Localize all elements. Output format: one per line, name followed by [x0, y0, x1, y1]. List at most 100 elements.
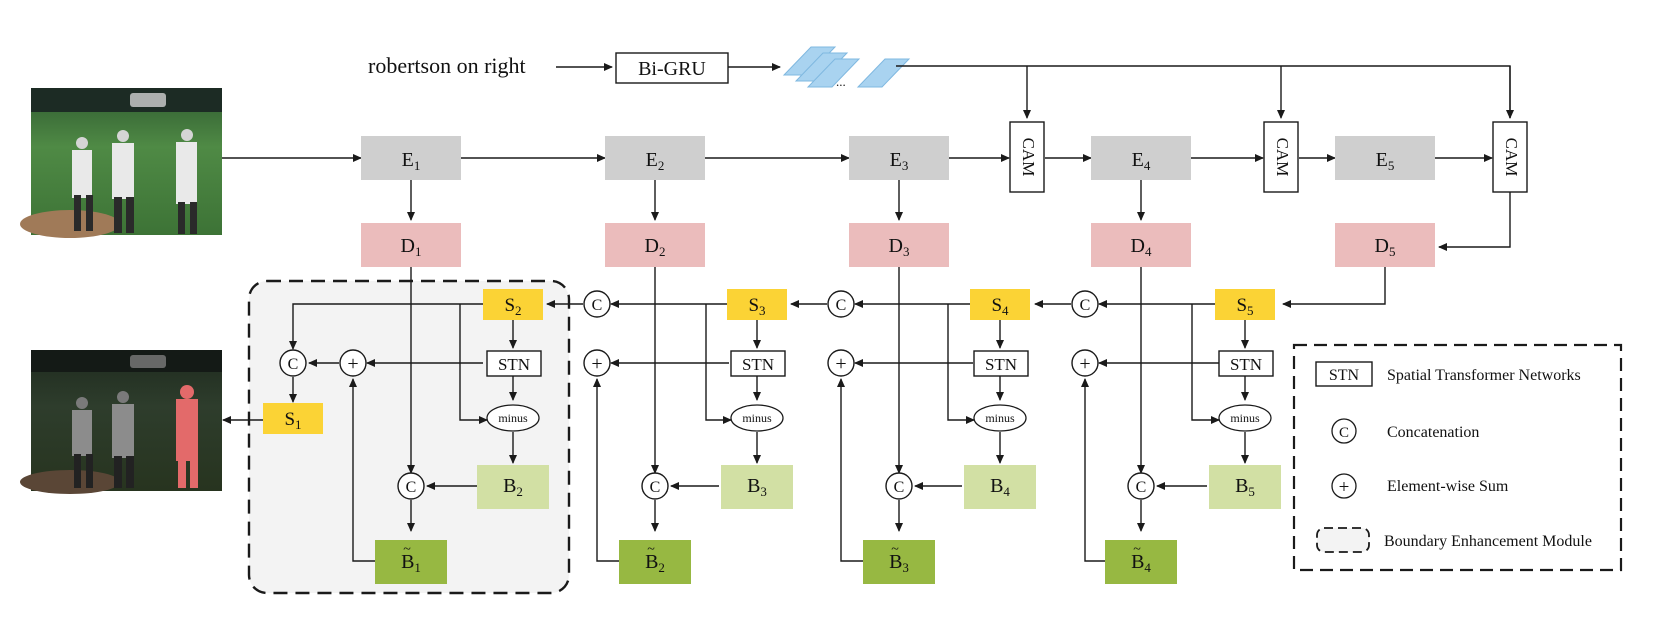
stn-block — [973, 350, 1029, 377]
encoder-block — [1091, 136, 1191, 180]
segmentation-maps: S1 S2 S3 S4 S5 — [263, 289, 1275, 434]
decoder-block — [1335, 223, 1435, 267]
concat-node — [279, 349, 307, 377]
encoder-label: E3 — [890, 149, 909, 173]
concat-symbol: C — [406, 479, 417, 496]
bi-gru-box — [615, 52, 729, 84]
stn-block — [486, 350, 542, 377]
boundary-block — [721, 465, 793, 509]
legend-bem-text: Boundary Enhancement Module — [1384, 533, 1592, 550]
sum-node — [827, 349, 855, 377]
refined-boundary-block — [1105, 540, 1177, 584]
seg-label: S3 — [748, 295, 765, 318]
concat-symbol: C — [288, 356, 299, 373]
seg-block — [1215, 289, 1275, 320]
connection-lines — [222, 63, 1514, 562]
sum-symbol: + — [347, 353, 358, 375]
cam-label: CAM — [1019, 138, 1038, 177]
cam-block — [1263, 121, 1299, 193]
stn-label: STN — [1230, 355, 1262, 374]
seg-block — [727, 289, 787, 320]
text-feature-slabs — [782, 46, 911, 88]
decoder-block — [361, 223, 461, 267]
encoder-block — [849, 136, 949, 180]
stn-block — [730, 350, 786, 377]
legend-concat-text: Concatenation — [1387, 424, 1479, 441]
minus-op — [1218, 404, 1272, 432]
input-image — [20, 88, 222, 238]
legend-concat-symbol: C — [1339, 425, 1349, 441]
concat-node — [885, 472, 913, 500]
decoder-label: D5 — [1375, 235, 1396, 259]
minus-label: minus — [498, 411, 528, 425]
refined-boundary-block — [863, 540, 935, 584]
boundary-label: B3 — [747, 475, 767, 499]
encoder-label: E4 — [1132, 149, 1151, 173]
sum-nodes: + + + + — [339, 349, 1099, 377]
legend-sum-symbol: + — [1339, 477, 1350, 498]
concat-symbol: C — [1080, 297, 1091, 314]
seg-label: S4 — [991, 295, 1009, 318]
concat-symbol: C — [1136, 479, 1147, 496]
concat-node — [1127, 472, 1155, 500]
stn-label: STN — [498, 355, 530, 374]
decoder-label: D2 — [645, 235, 666, 259]
concat-nodes: C C C C C C C C — [279, 290, 1155, 500]
cam-label: CAM — [1502, 138, 1521, 177]
concat-symbol: C — [592, 297, 603, 314]
seg-label: S2 — [504, 295, 521, 318]
cam-label: CAM — [1273, 138, 1292, 177]
legend-stn-text: Spatial Transformer Networks — [1387, 367, 1581, 384]
concat-symbol: C — [894, 479, 905, 496]
sum-node — [583, 349, 611, 377]
concat-node — [1071, 290, 1099, 318]
cam-block — [1492, 121, 1528, 193]
tilde-mark: ~ — [1133, 542, 1141, 557]
legend: STN Spatial Transformer Networks C Conca… — [1292, 343, 1623, 572]
tilde-mark: ~ — [891, 542, 899, 557]
decoder-block — [605, 223, 705, 267]
refined-boundary-label: B4 — [1131, 551, 1151, 575]
stn-label: STN — [985, 355, 1017, 374]
minus-label: minus — [742, 411, 772, 425]
decoder-block — [1091, 223, 1191, 267]
legend-sum-swatch — [1331, 473, 1357, 499]
bi-gru-label: Bi-GRU — [638, 58, 706, 80]
concat-symbol: C — [650, 479, 661, 496]
legend-stn-swatch — [1315, 361, 1373, 387]
seg-label: S5 — [1236, 295, 1253, 318]
encoder-block — [1335, 136, 1435, 180]
legend-concat-swatch — [1331, 418, 1357, 444]
minus-label: minus — [985, 411, 1015, 425]
sum-symbol: + — [835, 353, 846, 375]
minus-op — [730, 404, 784, 432]
decoder-label: D4 — [1131, 235, 1152, 259]
encoder-label: E2 — [646, 149, 665, 173]
concat-node — [583, 290, 611, 318]
boundary-maps: B2 B3 B4 B5 — [477, 465, 1281, 509]
decoder-label: D1 — [401, 235, 422, 259]
concat-node — [397, 472, 425, 500]
encoder-block — [361, 136, 461, 180]
refined-boundary-label: B2 — [645, 551, 665, 575]
sum-symbol: + — [591, 353, 602, 375]
legend-sum-text: Element-wise Sum — [1387, 478, 1509, 495]
encoder-block — [605, 136, 705, 180]
boundary-block — [964, 465, 1036, 509]
boundary-block — [1209, 465, 1281, 509]
legend-stn-symbol: STN — [1329, 367, 1360, 384]
minus-op — [973, 404, 1027, 432]
encoder-blocks: E1 E2 E3 E4 E5 — [361, 136, 1435, 180]
stn-blocks: STN STN STN STN — [486, 350, 1274, 377]
encoder-label: E1 — [402, 149, 421, 173]
seg-block — [483, 289, 543, 320]
sum-symbol: + — [1079, 353, 1090, 375]
concat-node — [827, 290, 855, 318]
sum-node — [1071, 349, 1099, 377]
refined-boundary-block — [619, 540, 691, 584]
stn-label: STN — [742, 355, 774, 374]
minus-op — [486, 404, 540, 432]
concat-node — [641, 472, 669, 500]
tilde-mark: ~ — [403, 542, 411, 557]
